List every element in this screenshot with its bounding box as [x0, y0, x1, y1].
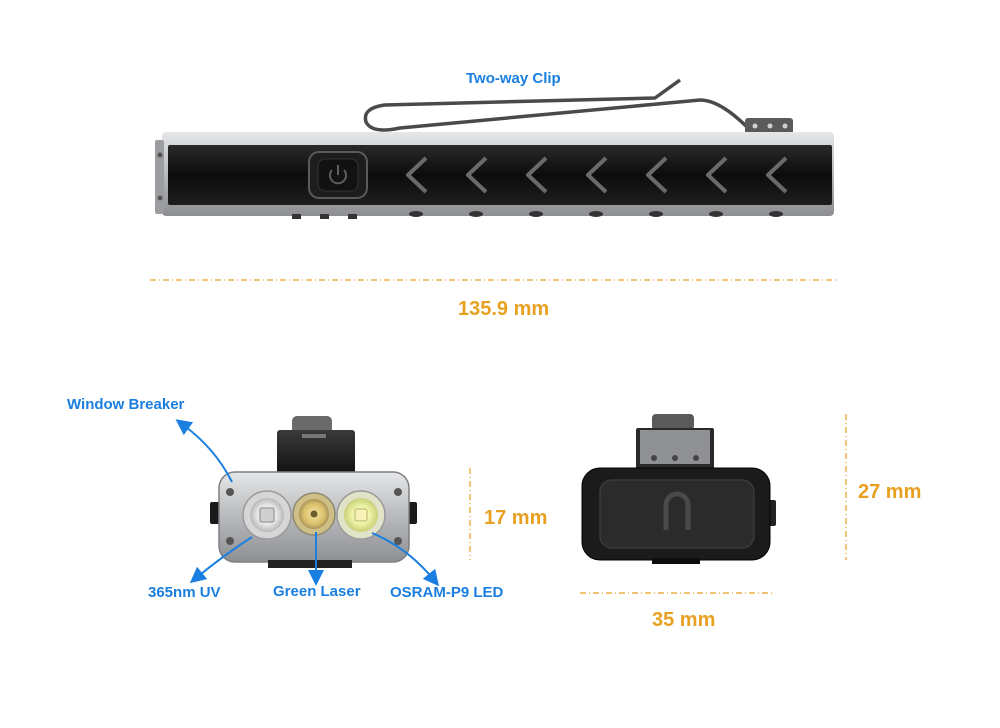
chevron-left-icon — [766, 156, 788, 194]
grip-notch — [409, 211, 423, 217]
chevron-left-icon — [706, 156, 728, 194]
clip-wire — [363, 78, 750, 132]
uv-lens — [242, 490, 292, 540]
window-breaker-arrow — [175, 419, 233, 483]
head-height-label: 17 mm — [484, 507, 548, 529]
power-icon — [329, 165, 347, 185]
length-label: 135.9 mm — [458, 298, 550, 320]
grip-notch — [649, 211, 663, 217]
uv-label: 365nm UV — [148, 584, 221, 601]
grip-notch — [589, 211, 603, 217]
laser-label: Green Laser — [273, 583, 361, 600]
chevron-left-icon — [466, 156, 488, 194]
led-lens — [336, 490, 386, 540]
chevron-left-icon — [526, 156, 548, 194]
grip-notch — [709, 211, 723, 217]
window-breaker-tip — [226, 488, 234, 496]
grip-notch — [529, 211, 543, 217]
window-breaker-label: Window Breaker — [67, 396, 185, 413]
back-view-body — [581, 414, 776, 564]
grip-notch — [769, 211, 783, 217]
laser-lens — [292, 492, 336, 536]
side-black-panel — [168, 145, 832, 205]
uv-arrow — [189, 536, 253, 584]
width-label: 35 mm — [652, 609, 716, 631]
chevron-left-icon — [586, 156, 608, 194]
grip-notch — [469, 211, 483, 217]
clip-label: Two-way Clip — [466, 70, 561, 87]
chevron-left-icon — [646, 156, 668, 194]
led-label: OSRAM-P9 LED — [390, 584, 504, 601]
led-arrow — [371, 532, 440, 587]
side-view-flashlight — [155, 78, 834, 219]
power-button[interactable] — [308, 151, 368, 199]
chevron-row — [406, 156, 788, 217]
body-height-label: 27 mm — [858, 481, 922, 503]
front-view-head — [210, 416, 417, 568]
magnet-icon — [663, 491, 691, 530]
chevron-left-icon — [406, 156, 428, 194]
